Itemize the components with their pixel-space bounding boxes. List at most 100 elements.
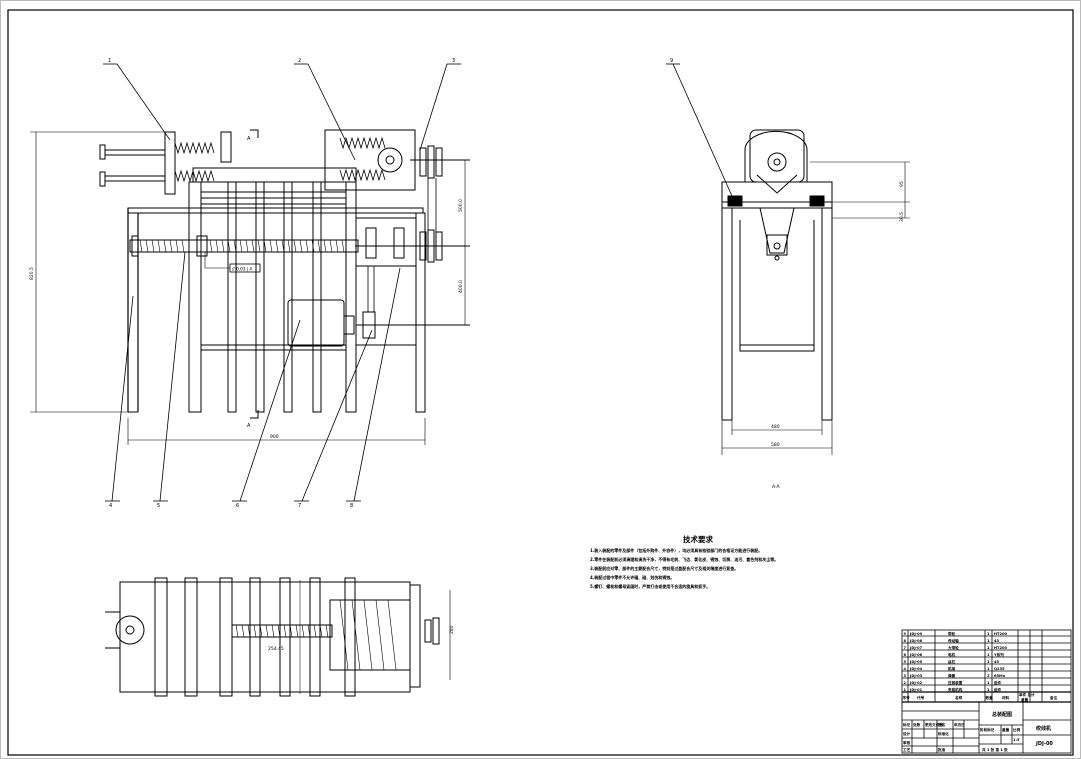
- balloon-2: 2: [298, 58, 301, 64]
- bom-row-8-seq: 8: [904, 639, 907, 643]
- bom-row-6-seq: 6: [904, 653, 907, 657]
- scale-value: 1:5: [1013, 738, 1020, 742]
- dim-plan-width: 280: [449, 625, 455, 634]
- bom-row-6-mat: Y系列: [993, 652, 1004, 657]
- bom-row-4-qty: 1: [987, 667, 990, 671]
- bom-row-2-qty: 1: [987, 681, 990, 685]
- product-name: 绞线机: [1036, 725, 1051, 732]
- bom-row-2-code: JDJ-02: [909, 681, 923, 685]
- drawing-frame: [7, 9, 1074, 756]
- bom-row-4-code: JDJ-04: [909, 667, 923, 671]
- dim-rear-top: 480: [771, 424, 780, 430]
- tech-req-line-1: 1.装入装配的零件及部件（包括外购件、外协件），均必须具有检验部门的合格证方能进…: [590, 547, 762, 553]
- dim-right-b: 30.5: [899, 212, 905, 222]
- label-process: 工艺: [903, 747, 911, 752]
- label-weight: 重量: [1002, 727, 1010, 732]
- bom-row-5-mat: 45: [994, 660, 1000, 664]
- bom-header-mat: 材料: [1001, 695, 1010, 700]
- bom-row-8-mat: 45: [994, 639, 1000, 643]
- bom-row-6-name: 电机: [948, 652, 956, 657]
- bom-row-7-code: JDJ-07: [909, 646, 923, 650]
- bom-row-6-code: JDJ-06: [909, 653, 923, 657]
- label-mark: 标记: [902, 722, 911, 727]
- bom-row-1-mat: 组件: [994, 687, 1002, 692]
- bom-row-9-mat: HT200: [994, 632, 1007, 636]
- bom-row-1-seq: 1: [904, 688, 907, 692]
- bom-row-5-qty: 1: [987, 660, 990, 664]
- tech-req-line-2: 2.零件在装配前必须清理和清洗干净，不得有毛刺、飞边、氧化皮、锈蚀、切屑、油污、…: [590, 556, 778, 562]
- bom-row-4-mat: Q235: [994, 667, 1005, 671]
- bom-row-7-mat: HT200: [994, 646, 1007, 650]
- tech-req-title: 技术要求: [683, 534, 713, 544]
- bom-row-9-qty: 1: [987, 632, 990, 636]
- section-mark-top: A: [247, 136, 251, 142]
- bom-header-weight-label: 重量: [1021, 697, 1029, 702]
- bom-row-2-name: 压紧装置: [948, 680, 963, 685]
- bom-row-1-code: JDJ-01: [909, 688, 923, 692]
- bom-row-3-code: JDJ-03: [909, 674, 923, 678]
- balloon-7: 7: [298, 503, 301, 509]
- dim-center-upper: 500.0: [458, 199, 464, 212]
- plan-view: [105, 577, 451, 697]
- balloon-4: 4: [109, 503, 112, 509]
- label-zones: 处数: [912, 722, 921, 727]
- bom-header-note: 备注: [1049, 695, 1058, 700]
- tech-req-lines: 1.装入装配的零件及部件（包括外购件、外协件），均必须具有检验部门的合格证方能进…: [590, 547, 778, 589]
- section-mark-right: A-A: [772, 484, 781, 490]
- bom-row-5-name: 丝杠: [948, 659, 956, 664]
- assembly-title: 总装配图: [992, 711, 1012, 718]
- bom-row-9-code: JDJ-09: [909, 632, 923, 636]
- bom-row-5-code: JDJ-05: [909, 660, 923, 664]
- bom-row-3-name: 弹簧: [948, 673, 956, 678]
- bom-row-2-seq: 2: [904, 681, 907, 685]
- bom-row-9-name: 带轮: [948, 631, 956, 636]
- leader-lines: [103, 63, 737, 502]
- bom-row-5-seq: 5: [904, 660, 907, 664]
- dim-plan-screw: 254.45: [268, 646, 284, 652]
- tech-req-line-5: 5.螺钉、螺栓和螺母紧固时，严禁打击或使用不合适的旋具和扳手。: [590, 583, 710, 589]
- balloon-1: 1: [108, 58, 111, 64]
- section-mark-bottom: A: [247, 423, 251, 429]
- sheet-count: 共 1 张 第 1 张: [982, 747, 1008, 752]
- label-ratio: 比例: [1013, 727, 1021, 732]
- bom-row-3-seq: 3: [904, 674, 907, 678]
- tech-req-line-3: 3.装配前应对零、部件的主要配合尺寸，特别是过盈配合尺寸及相关精度进行复查。: [590, 565, 738, 571]
- bom-row-6-qty: 1: [987, 653, 990, 657]
- label-standard: 标准化: [937, 731, 949, 736]
- bom-header-seq: 序号: [903, 695, 911, 700]
- bom-row-1-qty: 1: [987, 688, 990, 692]
- bom-header-code: 代号: [916, 695, 925, 700]
- front-dimensions: [30, 131, 470, 445]
- bom-row-8-qty: 1: [987, 639, 990, 643]
- label-date: 年月日: [954, 722, 965, 727]
- balloon-5: 5: [157, 503, 160, 509]
- bom-row-7-seq: 7: [904, 646, 907, 650]
- bom-row-4-seq: 4: [904, 667, 907, 671]
- label-check: 审核: [903, 740, 911, 745]
- dim-overall-length: 900: [270, 434, 279, 440]
- title-block: [901, 629, 1072, 754]
- bom-row-2-mat: 组件: [994, 680, 1002, 685]
- tolerance-text: // 0.03 | A: [232, 267, 253, 272]
- bom-table: 9 JDJ-09 带轮 1 HT200 8 JDJ-08 传动轴 1 45 7 …: [903, 631, 1058, 702]
- bom-row-7-name: 大带轮: [948, 645, 959, 650]
- bom-row-9-seq: 9: [904, 632, 907, 636]
- dim-overall-height: 820.5: [29, 267, 35, 280]
- balloon-3: 3: [452, 58, 455, 64]
- bom-row-3-mat: 65Mn: [994, 674, 1006, 678]
- title-area: 总装配图 绞线机 JDJ-00 标记 处数 更改文件号 签名 年月日 设计 标准…: [902, 711, 1053, 752]
- bom-row-7-qty: 1: [987, 646, 990, 650]
- bom-row-4-name: 机架: [947, 666, 956, 671]
- bom-row-3-qty: 2: [987, 674, 990, 678]
- bom-header-qty: 数量: [985, 695, 994, 700]
- label-design: 设计: [903, 731, 911, 736]
- bom-header-weight: 单件 总计: [1019, 692, 1035, 697]
- bom-row-8-name: 传动轴: [947, 638, 959, 643]
- balloon-6: 6: [236, 503, 239, 509]
- tech-req-line-4: 4.装配过程中零件不允许磕、碰、划伤和锈蚀。: [590, 574, 674, 580]
- bom-row-8-code: JDJ-08: [909, 639, 923, 643]
- side-view: [721, 129, 833, 421]
- drawing-number: JDJ-00: [1035, 741, 1053, 747]
- side-dimensions: [721, 161, 910, 455]
